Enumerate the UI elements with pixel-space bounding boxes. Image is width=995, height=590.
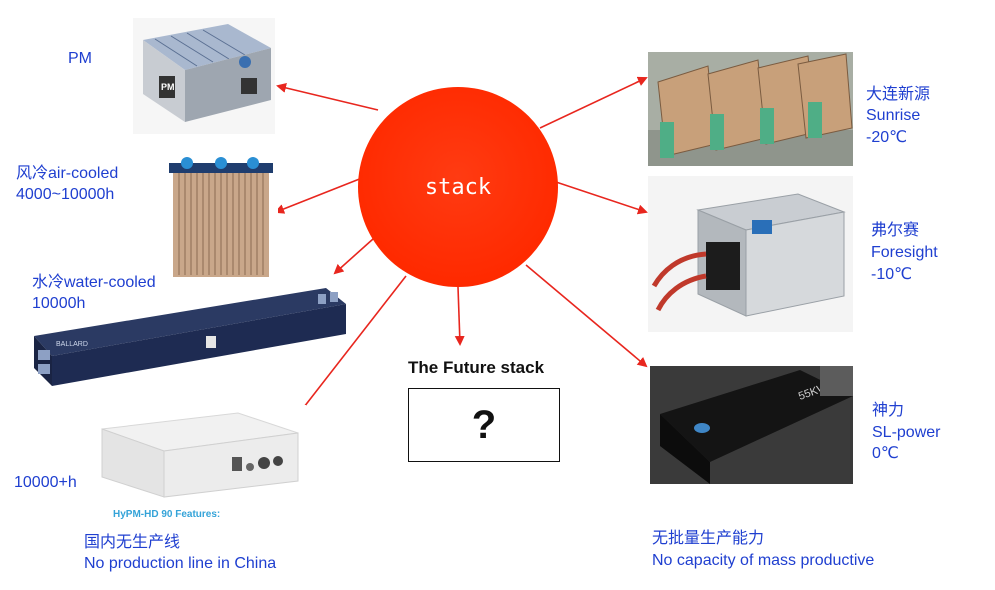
pm-stack-photo: PM (133, 18, 275, 134)
water-cooled-label-life: 10000h (32, 295, 86, 312)
question-mark: ? (471, 402, 497, 447)
foresight-label-en: Foresight (871, 244, 938, 261)
air-cooled-stack-photo (165, 155, 278, 279)
water-cooled-stack-photo: BALLARD (26, 282, 350, 390)
arrow-to-water-cooled (333, 238, 374, 275)
hypm-stack-photo (88, 405, 306, 505)
arrow-to-slpower (525, 264, 648, 368)
left-note-cn: 国内无生产线 (84, 534, 181, 551)
right-note-cn: 无批量生产能力 (652, 530, 765, 547)
left-note-en: No production line in China (84, 555, 277, 572)
future-stack-box: ? (408, 388, 560, 462)
arrow-to-sunrise (539, 76, 648, 129)
slpower-stack-photo: 55KW (650, 366, 853, 484)
svg-text:PM: PM (161, 82, 175, 92)
foresight-stack-photo (648, 176, 853, 332)
arrow-to-future (454, 286, 465, 346)
arrow-to-hypm (288, 275, 407, 427)
arrow-to-foresight (555, 181, 648, 215)
sunrise-stack-photo (648, 52, 853, 166)
pm-label: PM (68, 50, 92, 67)
future-stack-title: The Future stack (408, 358, 545, 377)
slpower-label-cn: 神力 (872, 402, 905, 419)
air-cooled-label-cn: 风冷air-cooled (16, 165, 119, 182)
hypm-features-caption: HyPM-HD 90 Features: (113, 509, 221, 520)
arrow-to-air-cooled (274, 177, 363, 214)
foresight-label-cn: 弗尔赛 (871, 222, 920, 239)
right-note-en: No capacity of mass productive (652, 552, 875, 569)
foresight-temp-label: -10℃ (871, 266, 913, 283)
arrow-to-pm (276, 83, 379, 111)
sunrise-temp-label: -20℃ (866, 129, 908, 146)
stack-hub: stack (358, 87, 558, 287)
sunrise-label-cn: 大连新源 (866, 86, 931, 103)
air-cooled-label-life: 4000~10000h (16, 186, 115, 203)
hypm-life-label: 10000+h (14, 474, 77, 491)
sunrise-label-en: Sunrise (866, 107, 921, 124)
water-cooled-label-cn: 水冷water-cooled (32, 274, 156, 291)
slpower-temp-label: 0℃ (872, 445, 899, 462)
svg-text:BALLARD: BALLARD (56, 341, 88, 348)
stack-hub-label: stack (424, 174, 492, 200)
slpower-label-en: SL-power (872, 424, 941, 441)
